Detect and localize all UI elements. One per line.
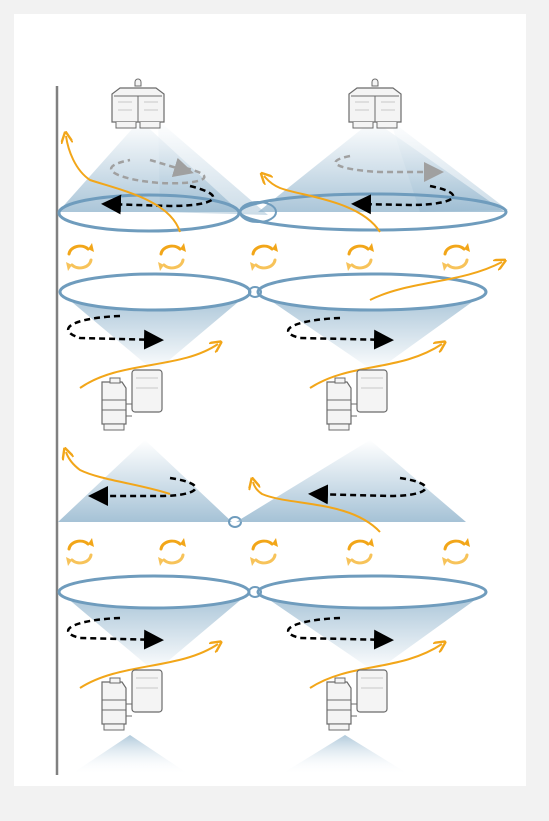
airflow-arrow-icon	[66, 136, 181, 233]
rotation-arrow-icon	[88, 476, 197, 506]
airflow-arrow-icon	[264, 176, 381, 233]
airflow-arrow-icon	[309, 344, 442, 389]
airflow-arrow-icon	[79, 344, 218, 389]
rotation-arrow-icon	[101, 184, 215, 215]
rotation-arrow-icon	[308, 476, 427, 505]
rotation-arrow-icon	[66, 314, 164, 350]
airflow-arrow-icon	[66, 452, 171, 495]
cone-bottom-right	[248, 574, 488, 672]
rotation-arrow-icon	[334, 154, 444, 182]
airflow-arrow-icon	[253, 482, 381, 533]
airflow-arrow-icon	[79, 644, 218, 689]
cone-bottom-edge-left	[70, 735, 190, 775]
rotation-arrow-icon	[286, 316, 394, 350]
panel-background	[14, 14, 526, 786]
airflow-arrow-icon	[309, 644, 442, 689]
rotation-arrow-icon	[66, 616, 164, 650]
airflow-arrow-icon	[369, 262, 502, 301]
rotation-arrow-icon	[351, 184, 455, 215]
rotation-arrow-icon	[149, 157, 194, 177]
rotation-arrow-icon	[286, 616, 394, 650]
cone-bottom-edge-right	[280, 735, 410, 775]
rotation-arrow-icon	[109, 158, 206, 185]
